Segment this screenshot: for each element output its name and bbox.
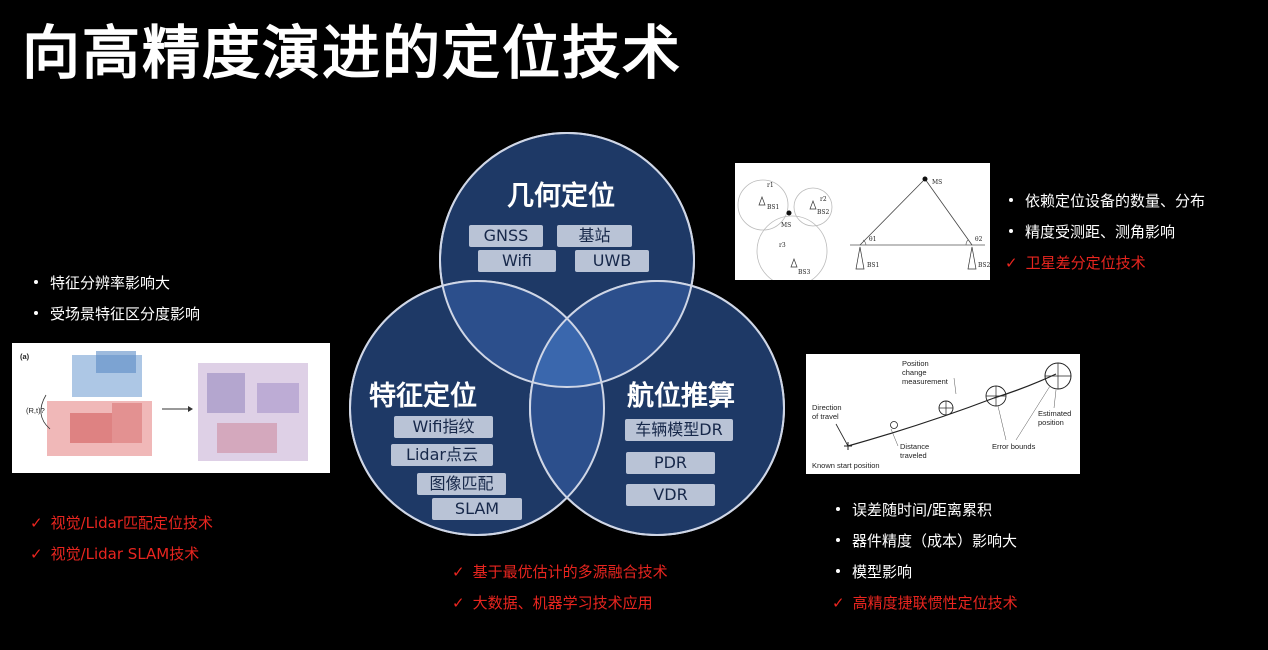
svg-text:Distance: Distance [900, 442, 929, 451]
dr-highlight: ✓高精度捷联惯性定位技术 [832, 594, 1018, 612]
tag-pdr: PDR [626, 452, 715, 474]
feature-highlight: ✓视觉/Lidar匹配定位技术 [30, 514, 214, 532]
tag-vehicle-dr: 车辆模型DR [625, 419, 733, 441]
dr-notes: 误差随时间/距离累积 器件精度（成本）影响大 模型影响 ✓高精度捷联惯性定位技术 [832, 495, 1018, 619]
svg-text:r3: r3 [779, 242, 786, 249]
check-icon: ✓ [1005, 254, 1018, 272]
check-icon: ✓ [30, 545, 43, 563]
fusion-highlight: ✓基于最优估计的多源融合技术 [452, 563, 668, 581]
geometric-notes: 依赖定位设备的数量、分布 精度受测距、测角影响 ✓卫星差分定位技术 [1005, 186, 1205, 279]
dr-bullet: 误差随时间/距离累积 [832, 495, 1018, 526]
svg-text:θ1: θ1 [869, 236, 876, 243]
svg-text:Error bounds: Error bounds [992, 442, 1036, 451]
svg-text:Known start position: Known start position [812, 461, 880, 470]
feature-bullet: 特征分辨率影响大 [30, 268, 200, 299]
feature-title: 特征定位 [369, 381, 477, 412]
check-icon: ✓ [452, 563, 465, 581]
svg-text:(a): (a) [20, 352, 30, 361]
check-icon: ✓ [452, 594, 465, 612]
feature-highlight: ✓视觉/Lidar SLAM技术 [30, 545, 200, 563]
fusion-notes: ✓基于最优估计的多源融合技术 ✓大数据、机器学习技术应用 [452, 557, 668, 619]
geometric-positioning-figure: MS BS1 BS2 BS3 r1 r2 r3 MS θ1 θ2 BS1 BS2 [735, 163, 990, 280]
tag-wifi: Wifi [478, 250, 556, 272]
dr-bullet: 器件精度（成本）影响大 [832, 526, 1018, 557]
tag-lidar-pointcloud: Lidar点云 [391, 444, 493, 466]
feature-bullet: 受场景特征区分度影响 [30, 299, 200, 330]
tag-wifi-fingerprint: Wifi指纹 [394, 416, 493, 438]
svg-text:BS3: BS3 [798, 269, 811, 276]
svg-text:BS2: BS2 [978, 262, 990, 269]
fusion-highlight: ✓大数据、机器学习技术应用 [452, 594, 653, 612]
svg-text:change: change [902, 368, 927, 377]
svg-text:θ2: θ2 [975, 236, 983, 243]
dr-title: 航位推算 [627, 381, 735, 412]
tag-uwb: UWB [575, 250, 649, 272]
feature-notes: 特征分辨率影响大 受场景特征区分度影响 [30, 268, 200, 330]
dead-reckoning-figure: Position change measurement Direction of… [806, 354, 1080, 474]
svg-text:MS: MS [781, 222, 791, 229]
geometric-bullet: 精度受测距、测角影响 [1005, 217, 1205, 248]
svg-text:r1: r1 [767, 182, 774, 189]
svg-text:measurement: measurement [902, 377, 949, 386]
check-icon: ✓ [832, 594, 845, 612]
tag-base-station: 基站 [557, 225, 632, 247]
feature-highlights: ✓视觉/Lidar匹配定位技术 ✓视觉/Lidar SLAM技术 [30, 508, 213, 570]
tag-image-matching: 图像匹配 [417, 473, 506, 495]
svg-text:Estimated: Estimated [1038, 409, 1071, 418]
geometric-title: 几何定位 [507, 181, 615, 212]
check-icon: ✓ [30, 514, 43, 532]
feature-matching-figure: (a) (R,t)? [12, 343, 330, 473]
svg-text:MS: MS [932, 179, 942, 186]
svg-text:traveled: traveled [900, 451, 927, 460]
tag-slam: SLAM [432, 498, 522, 520]
tag-vdr: VDR [626, 484, 715, 506]
svg-text:Position: Position [902, 359, 929, 368]
dr-bullet: 模型影响 [832, 557, 1018, 588]
svg-text:(R,t)?: (R,t)? [26, 406, 45, 415]
svg-text:BS1: BS1 [767, 204, 779, 211]
venn-diagram [349, 132, 785, 536]
geometric-highlight: ✓卫星差分定位技术 [1005, 254, 1146, 272]
tag-gnss: GNSS [469, 225, 543, 247]
geometric-bullet: 依赖定位设备的数量、分布 [1005, 186, 1205, 217]
svg-text:Direction: Direction [812, 403, 842, 412]
svg-text:position: position [1038, 418, 1064, 427]
page-title: 向高精度演进的定位技术 [22, 19, 683, 87]
svg-text:BS1: BS1 [867, 262, 879, 269]
svg-text:BS2: BS2 [817, 209, 830, 216]
svg-text:r2: r2 [820, 196, 827, 203]
svg-text:of travel: of travel [812, 412, 839, 421]
